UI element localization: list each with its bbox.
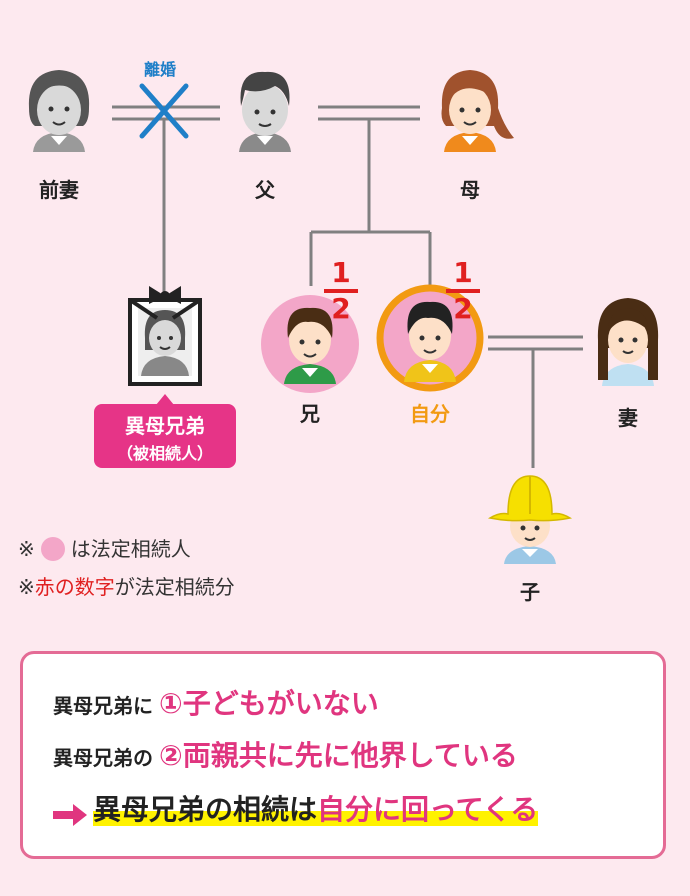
fraction-bar <box>324 289 358 293</box>
share-denominator: 2 <box>331 292 351 325</box>
ex-wife-label: 前妻 <box>39 178 79 202</box>
legend-heir-note: ※ は法定相続人 <box>18 534 235 572</box>
summary-point: ②両親共に先に他界している <box>159 739 518 772</box>
father-label: 父 <box>255 178 275 202</box>
share-numerator: 1 <box>453 256 473 289</box>
older-brother-icon <box>261 295 359 393</box>
legend-notes: ※は法定相続人 ※赤の数字が法定相続分 <box>18 534 235 610</box>
note-mark: ※ <box>18 537 35 561</box>
wife-icon <box>597 298 659 386</box>
older-brother-label: 兄 <box>300 402 320 426</box>
father-icon <box>239 71 291 152</box>
fraction-bar <box>446 289 480 293</box>
self-label: 自分 <box>410 402 450 426</box>
child-icon <box>487 475 573 564</box>
older-brother-share: 1 2 <box>321 258 361 324</box>
summary-lead: 異母兄弟に <box>53 694 153 718</box>
mother-icon <box>441 70 514 152</box>
legend-share-note: ※赤の数字が法定相続分 <box>18 572 235 610</box>
self-share: 1 2 <box>443 258 483 324</box>
arrow-right-icon <box>53 803 87 826</box>
share-numerator: 1 <box>331 256 351 289</box>
note-text: が法定相続分 <box>114 575 235 599</box>
half-brother-badge: 異母兄弟 （被相続人） <box>94 394 236 468</box>
conclusion-text: 異母兄弟の相続は <box>93 793 318 826</box>
note-mark: ※ <box>18 575 35 599</box>
wife-label: 妻 <box>618 406 638 430</box>
family-tree-lines <box>28 70 659 564</box>
child-label: 子 <box>520 580 540 604</box>
share-denominator: 2 <box>453 292 473 325</box>
badge-subtitle: （被相続人） <box>116 444 213 463</box>
divorce-label: 離婚 <box>143 60 176 79</box>
note-red-text: 赤の数字 <box>34 575 115 599</box>
memorial-portrait-icon <box>128 286 202 386</box>
note-text: は法定相続人 <box>70 537 191 561</box>
summary-lead: 異母兄弟の <box>53 746 153 770</box>
ex-wife-icon <box>28 70 90 152</box>
summary-point: ①子どもがいない <box>159 687 379 720</box>
badge-title: 異母兄弟 <box>125 414 205 438</box>
pink-circle-icon <box>40 537 65 561</box>
self-icon <box>376 284 484 392</box>
divorce-cross-icon <box>139 83 189 139</box>
conclusion-highlight: 自分に回ってくる <box>317 793 539 826</box>
badge-pointer <box>156 394 174 405</box>
summary-conclusion: 異母兄弟の相続は自分に回ってくる <box>93 793 539 826</box>
mother-label: 母 <box>460 178 480 202</box>
summary-line-3: 異母兄弟の相続は自分に回ってくる <box>53 788 539 828</box>
